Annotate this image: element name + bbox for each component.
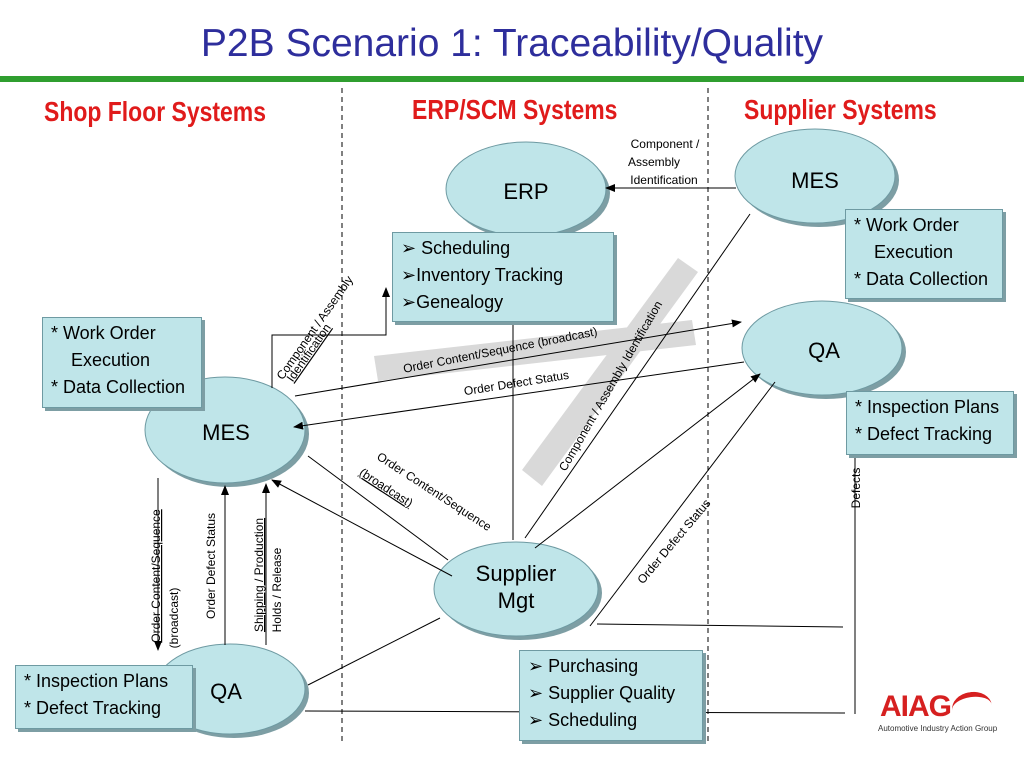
line-mes-to-supplier-mgt [307, 455, 449, 561]
supplier-mes-functions-box: * Work Order Execution * Data Collection [845, 209, 1003, 299]
label-order-content-vertical-1: Order Content/Sequence [149, 509, 163, 643]
shop-mes-node-label: MES [202, 420, 250, 445]
erp-function-item: ➢Inventory Tracking [401, 265, 564, 285]
shop-mes-functions-box: * Work Order Execution * Data Collection [42, 317, 202, 408]
supplier-mgt-functions-box: ➢ Purchasing ➢ Supplier Quality ➢ Schedu… [519, 650, 703, 741]
label-order-defect-status-vertical: Order Defect Status [204, 513, 218, 619]
arrow-shop-mes-to-erp [271, 287, 390, 388]
label-order-defect-status-top: Order Defect Status [463, 368, 570, 398]
shop-mes-function-item: * Work Order [51, 323, 156, 343]
supplier-qa-function-item: * Defect Tracking [855, 424, 993, 444]
shop-qa-node-label: QA [210, 679, 242, 704]
label-component-id-band: Component / Assembly Identification [556, 298, 665, 473]
header-shop-floor: Shop Floor Systems [44, 96, 266, 127]
supplier-mgt-function-item: ➢ Scheduling [528, 710, 638, 730]
shop-qa-functions-box: * Inspection Plans * Defect Tracking [15, 665, 193, 729]
label-defects: Defects [849, 468, 863, 509]
label-shipping-holds-1: Shipping / Production [252, 518, 266, 632]
label-order-content-vertical-2: (broadcast) [167, 588, 181, 649]
supplier-mes-node-label: MES [791, 168, 839, 193]
supplier-qa-function-item: * Inspection Plans [855, 397, 1000, 417]
erp-function-item: ➢Genealogy [401, 292, 504, 312]
supplier-mes-function-item: * Data Collection [854, 269, 989, 289]
line-order-defect-status [589, 381, 776, 627]
header-supplier: Supplier Systems [744, 94, 937, 125]
supplier-mgt-function-item: ➢ Purchasing [528, 656, 639, 676]
erp-node-label: ERP [503, 179, 548, 204]
title-rule [0, 76, 1024, 82]
line-supplier-mgt-to-defects [596, 623, 844, 628]
arrow-defect-status-to-mes [293, 361, 745, 430]
supplier-mes-function-item: * Work Order [854, 215, 959, 235]
shop-qa-function-item: * Inspection Plans [24, 671, 169, 691]
supplier-qa-node [741, 300, 903, 396]
aiag-logo: AIAG Automotive Industry Action Group [870, 689, 1010, 740]
label-shipping-holds-2: Holds / Release [270, 547, 284, 632]
arrow-supplier-mgt-to-qa [534, 373, 761, 549]
erp-function-item: ➢ Scheduling [401, 238, 511, 258]
label-component-id-left-1: Component / Assembly [274, 273, 356, 382]
aiag-logo-word: AIAG [880, 690, 952, 723]
shop-qa-function-item: * Defect Tracking [24, 698, 162, 718]
label-component-id-top-2: Assembly [628, 155, 680, 169]
label-component-id-top-1: Component / [631, 137, 700, 151]
supplier-mgt-function-item: ➢ Supplier Quality [528, 683, 676, 703]
supplier-mes-node [734, 128, 896, 224]
component-id-band [522, 258, 698, 486]
supplier-qa-node-label: QA [808, 338, 840, 363]
line-qa-to-supplier-mgt [307, 617, 441, 686]
shop-mes-function-item: Execution [51, 350, 151, 370]
slide-title: P2B Scenario 1: Traceability/Quality [200, 22, 824, 65]
line-supplier-mgt-to-mes [524, 213, 751, 539]
aiag-logo-subtitle: Automotive Industry Action Group [878, 724, 998, 733]
supplier-qa-functions-box: * Inspection Plans * Defect Tracking [846, 391, 1014, 455]
erp-functions-box: ➢ Scheduling ➢Inventory Tracking ➢Geneal… [392, 232, 614, 322]
aiag-logo-swoosh-icon [950, 689, 994, 726]
supplier-mgt-label-line2: Mgt [498, 588, 535, 613]
supplier-mgt-label-line1: Supplier [476, 561, 557, 586]
shop-mes-function-item: * Data Collection [51, 377, 186, 397]
supplier-mes-function-item: Execution [854, 242, 954, 262]
label-component-id-top-3: Identification [630, 173, 697, 187]
supplier-mgt-node [433, 541, 599, 637]
broadcast-band [374, 320, 696, 381]
label-order-defect-status-right: Order Defect Status [634, 496, 713, 586]
header-erp-scm: ERP/SCM Systems [412, 94, 618, 125]
arrow-supplier-mgt-to-mes [271, 479, 453, 577]
